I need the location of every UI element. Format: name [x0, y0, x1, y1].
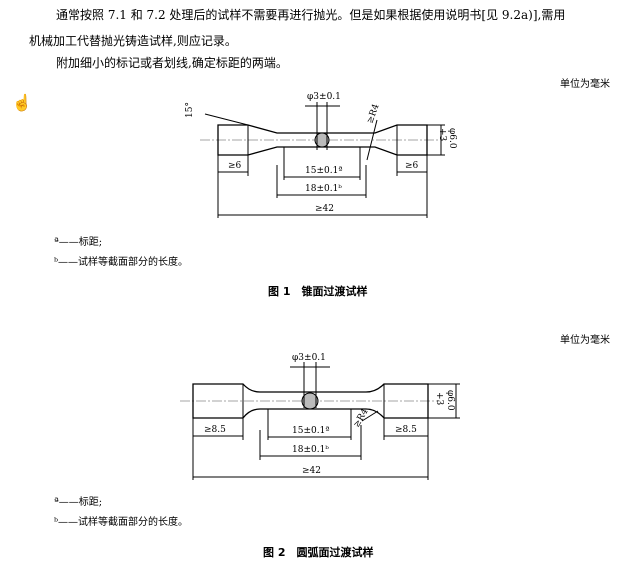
fig2-parallel: 18±0.1ᵇ [292, 445, 329, 455]
fig2-total: ≥42 [302, 466, 321, 476]
fig1-gauge: 15±0.1ª [305, 166, 343, 176]
paragraph-line-1: 通常按照 7.1 和 7.2 处理后的试样不需要再进行抛光。但是如果根据使用说明… [56, 8, 566, 22]
figure-2-caption: 图 2 圆弧面过渡试样 [263, 546, 374, 559]
figure-1-caption: 图 1 锥面过渡试样 [268, 285, 368, 298]
fig1-radius: ≥R4 [365, 103, 381, 126]
fig2-tol: +3 [434, 392, 444, 406]
fig2-dia-label: φ3±0.1 [292, 353, 326, 363]
fig1-note-b: ᵇ——试样等截面部分的长度。 [54, 257, 188, 268]
fig1-parallel: 18±0.1ᵇ [305, 184, 342, 194]
hand-cursor-icon: ☝ [12, 93, 32, 112]
fig2-radius: ≥R4 [352, 407, 371, 430]
paragraph-line-2: 机械加工代替抛光铸造试样,则应记录。 [29, 34, 237, 48]
unit-label-1: 单位为毫米 [560, 79, 610, 90]
fig1-note-a: ª——标距; [54, 237, 103, 248]
fig2-note-a: ª——标距; [54, 497, 103, 508]
unit-label-2: 单位为毫米 [560, 335, 610, 346]
fig1-grip-left: ≥6 [228, 161, 242, 171]
fig2-dia-end: φ6.0 [445, 390, 455, 411]
fig1-angle: 15° [185, 102, 195, 118]
fig2-grip-left: ≥8.5 [204, 425, 226, 435]
fig1-total: ≥42 [315, 204, 334, 214]
fig1-dia-label: φ3±0.1 [307, 92, 341, 102]
fig2-grip-right: ≥8.5 [395, 425, 417, 435]
fig1-grip-right: ≥6 [405, 161, 419, 171]
fig1-dia-end: φ6.0 [447, 128, 457, 149]
fig2-gauge: 15±0.1ª [292, 426, 330, 436]
paragraph-line-3: 附加细小的标记或者划线,确定标距的两端。 [56, 56, 288, 70]
fig1-tol: +3 [437, 128, 447, 142]
fig2-note-b: ᵇ——试样等截面部分的长度。 [54, 517, 188, 528]
